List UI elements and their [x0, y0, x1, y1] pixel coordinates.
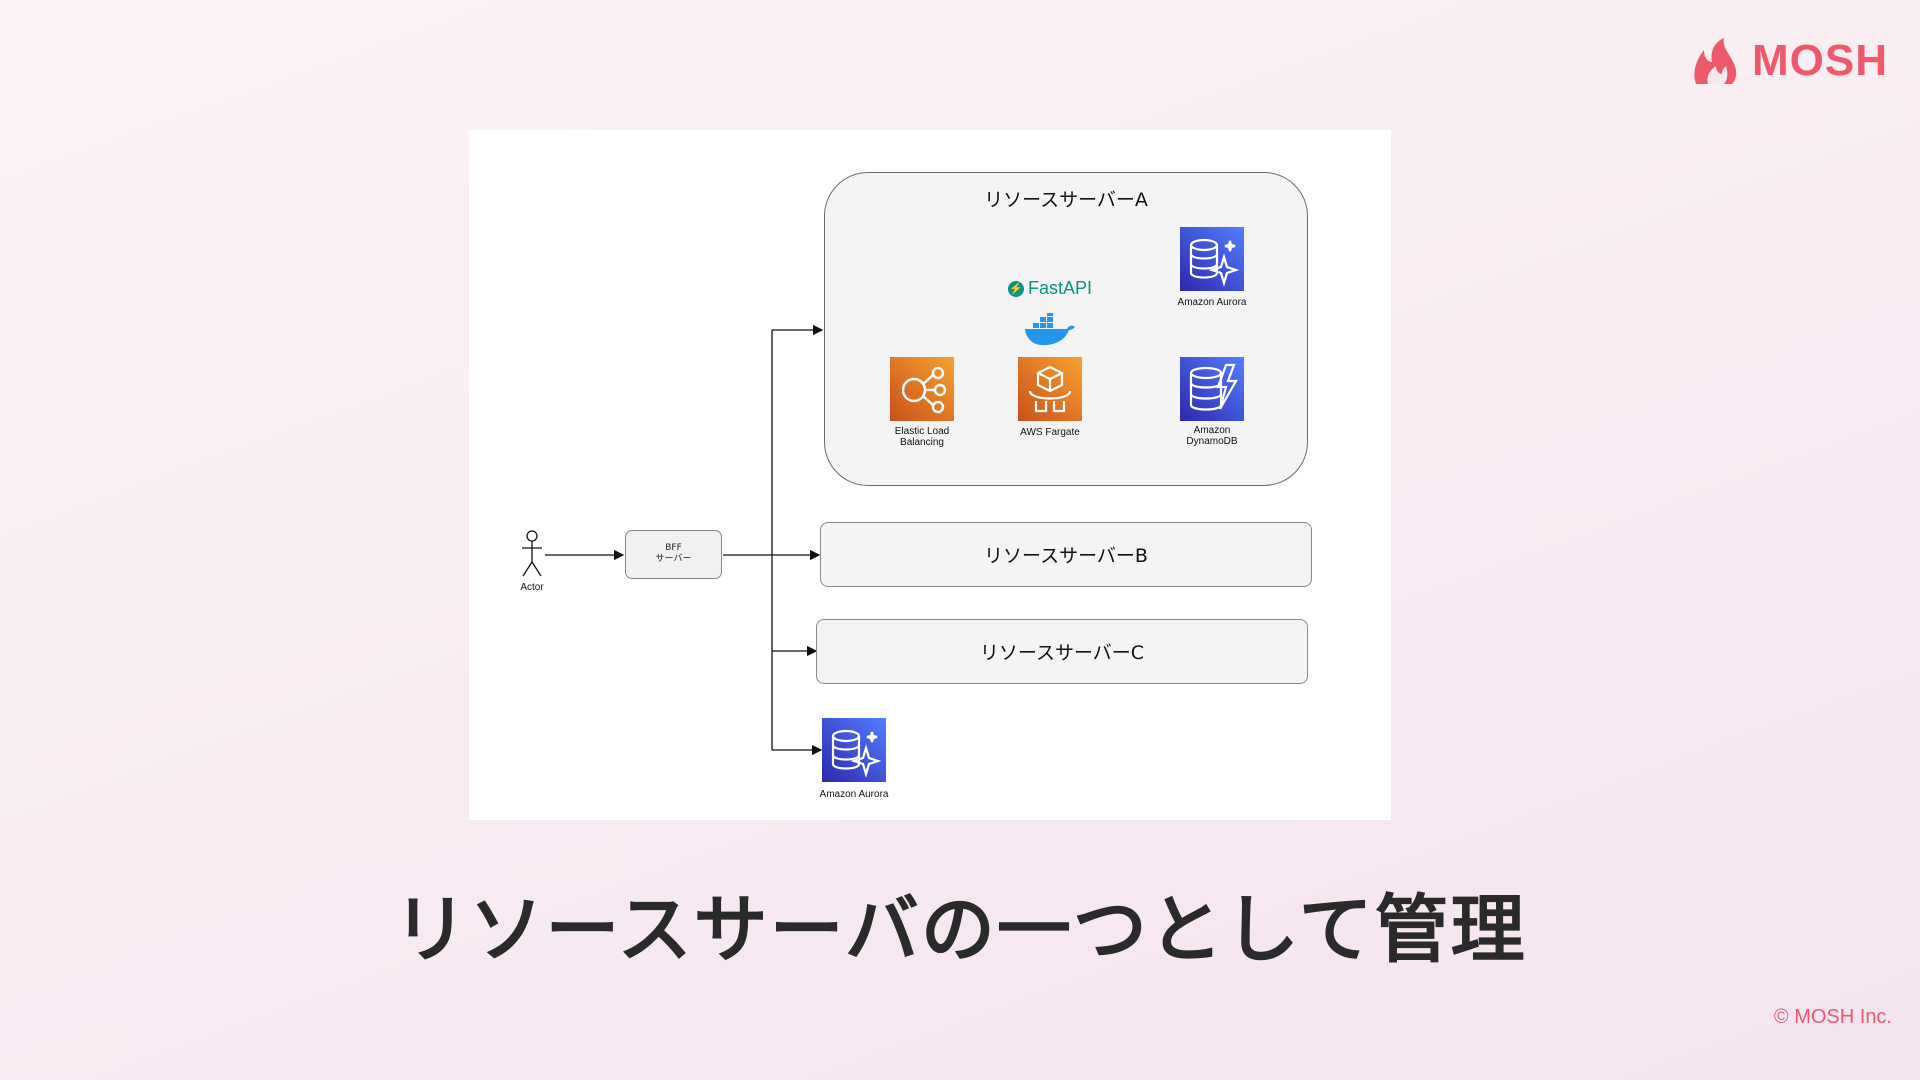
fastapi-logo: ⚡ FastAPI — [1008, 278, 1092, 299]
brand-logo: MOSH — [1690, 36, 1888, 86]
resource-server-a-label: リソースサーバーA — [984, 189, 1148, 211]
brand-name: MOSH — [1752, 36, 1888, 85]
dynamodb-label-line1: Amazon — [1193, 425, 1231, 436]
flame-logo-icon — [1694, 38, 1737, 84]
fargate-icon — [1018, 357, 1082, 421]
elb-label-line2: Balancing — [900, 437, 944, 448]
elastic-load-balancing-icon — [890, 357, 954, 421]
resource-server-b-box: リソースサーバーB — [820, 522, 1312, 587]
dynamodb-label: Amazon DynamoDB — [1160, 425, 1264, 447]
aurora-bottom-icon — [822, 718, 886, 782]
bff-label-line1: BFF — [665, 543, 682, 553]
bff-server-box: BFF サーバー — [625, 530, 722, 579]
architecture-diagram: Actor BFF サーバー リソースサーバーA ⚡ FastAPI Elast… — [469, 130, 1391, 820]
resource-server-c-box: リソースサーバーC — [816, 619, 1308, 684]
dynamodb-icon — [1180, 357, 1244, 421]
fastapi-label: FastAPI — [1028, 278, 1093, 298]
actor-label: Actor — [520, 582, 544, 593]
fargate-label: AWS Fargate — [1020, 427, 1080, 438]
resource-server-b-label: リソースサーバーB — [984, 545, 1148, 567]
elb-label-line1: Elastic Load — [894, 426, 950, 437]
resource-server-c-label: リソースサーバーC — [979, 642, 1145, 664]
aurora-label: Amazon Aurora — [1177, 297, 1247, 308]
slide-headline: リソースサーバの一つとして管理 — [393, 887, 1527, 973]
docker-icon — [1025, 313, 1075, 346]
elb-label: Elastic Load Balancing — [874, 426, 970, 448]
fastapi-icon: ⚡ — [1008, 280, 1024, 297]
copyright-text: © MOSH Inc. — [1773, 1006, 1892, 1028]
person-icon — [522, 530, 542, 577]
bff-label-line2: サーバー — [655, 554, 692, 564]
aurora-icon — [1180, 227, 1244, 291]
dynamodb-label-line2: DynamoDB — [1186, 436, 1238, 447]
aurora-bottom-label: Amazon Aurora — [819, 789, 889, 800]
